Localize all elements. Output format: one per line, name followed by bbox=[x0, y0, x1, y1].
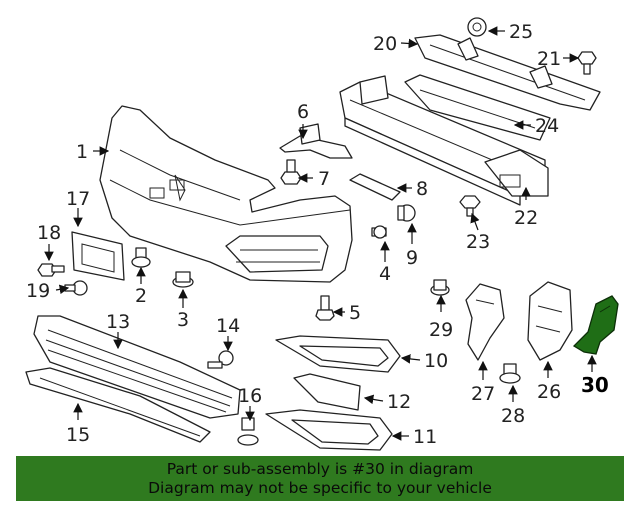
fog-trim-10-part bbox=[275, 335, 401, 373]
cover-12-part bbox=[293, 373, 361, 411]
lower-spoiler-15-part bbox=[25, 367, 211, 443]
bracket-27-part bbox=[465, 283, 505, 361]
callout-21: 21 bbox=[537, 48, 561, 70]
parts-diagram: 1 2 3 4 5 6 7 8 9 10 11 12 13 14 15 16 1… bbox=[25, 17, 619, 451]
plate-bracket-17-part bbox=[71, 231, 125, 281]
clip-25-part bbox=[467, 17, 487, 37]
bolt-21-part bbox=[577, 51, 597, 75]
callout-24: 24 bbox=[535, 115, 559, 137]
clip-9-part bbox=[397, 204, 416, 222]
callout-14: 14 bbox=[216, 315, 240, 337]
callout-8: 8 bbox=[416, 178, 428, 200]
strip-8-part bbox=[349, 173, 401, 201]
callout-26: 26 bbox=[537, 381, 561, 403]
screw-4-part bbox=[371, 225, 387, 239]
callout-22: 22 bbox=[514, 207, 538, 229]
trim-11-part bbox=[265, 409, 393, 451]
callout-3: 3 bbox=[177, 309, 189, 331]
clip-28-part bbox=[499, 363, 521, 384]
callout-9: 9 bbox=[406, 247, 418, 269]
screw-19-part bbox=[64, 280, 88, 296]
grommet-3-part bbox=[172, 271, 194, 288]
grille-13-part bbox=[33, 315, 241, 419]
bracket-26-part bbox=[527, 281, 573, 361]
banner-line-2: Diagram may not be specific to your vehi… bbox=[148, 479, 492, 497]
callout-19: 19 bbox=[26, 280, 50, 302]
leader-lines bbox=[44, 26, 597, 441]
bolt-23-part bbox=[459, 195, 481, 217]
callout-20: 20 bbox=[373, 33, 397, 55]
callout-10: 10 bbox=[424, 350, 448, 372]
callout-15: 15 bbox=[66, 424, 90, 446]
bolt-7-part bbox=[280, 159, 302, 185]
bolt-5-part bbox=[315, 295, 335, 321]
banner-line-1: Part or sub-assembly is #30 in diagram bbox=[166, 460, 474, 478]
callout-11: 11 bbox=[413, 426, 437, 448]
callout-7: 7 bbox=[318, 168, 330, 190]
callout-13: 13 bbox=[106, 311, 130, 333]
callout-29: 29 bbox=[429, 319, 453, 341]
clip-16-part bbox=[237, 417, 259, 446]
callout-12: 12 bbox=[387, 391, 411, 413]
clip-2-part bbox=[131, 247, 151, 268]
callout-6: 6 bbox=[297, 101, 309, 123]
callout-16: 16 bbox=[238, 385, 262, 407]
callout-4: 4 bbox=[379, 263, 391, 285]
callout-labels: 1 2 3 4 5 6 7 8 9 10 11 12 13 14 15 16 1… bbox=[26, 21, 609, 448]
callout-1: 1 bbox=[76, 141, 88, 163]
bolt-18-part bbox=[37, 263, 65, 277]
highlighted-part-30 bbox=[572, 295, 619, 355]
callout-17: 17 bbox=[66, 188, 90, 210]
callout-30: 30 bbox=[581, 373, 609, 397]
callout-18: 18 bbox=[37, 222, 61, 244]
bracket-6-part bbox=[279, 123, 353, 159]
bumper-cover-part bbox=[99, 105, 353, 283]
upper-bracket-part bbox=[404, 34, 601, 141]
callout-25: 25 bbox=[509, 21, 533, 43]
clip-29-part bbox=[430, 279, 450, 296]
callout-23: 23 bbox=[466, 231, 490, 253]
callout-2: 2 bbox=[135, 285, 147, 307]
callout-28: 28 bbox=[501, 405, 525, 427]
clip-14-part bbox=[207, 350, 234, 369]
callout-27: 27 bbox=[471, 383, 495, 405]
highlight-notice-banner: Part or sub-assembly is #30 in diagram D… bbox=[16, 456, 624, 501]
bumper-beam-part bbox=[339, 75, 549, 206]
callout-5: 5 bbox=[349, 302, 361, 324]
